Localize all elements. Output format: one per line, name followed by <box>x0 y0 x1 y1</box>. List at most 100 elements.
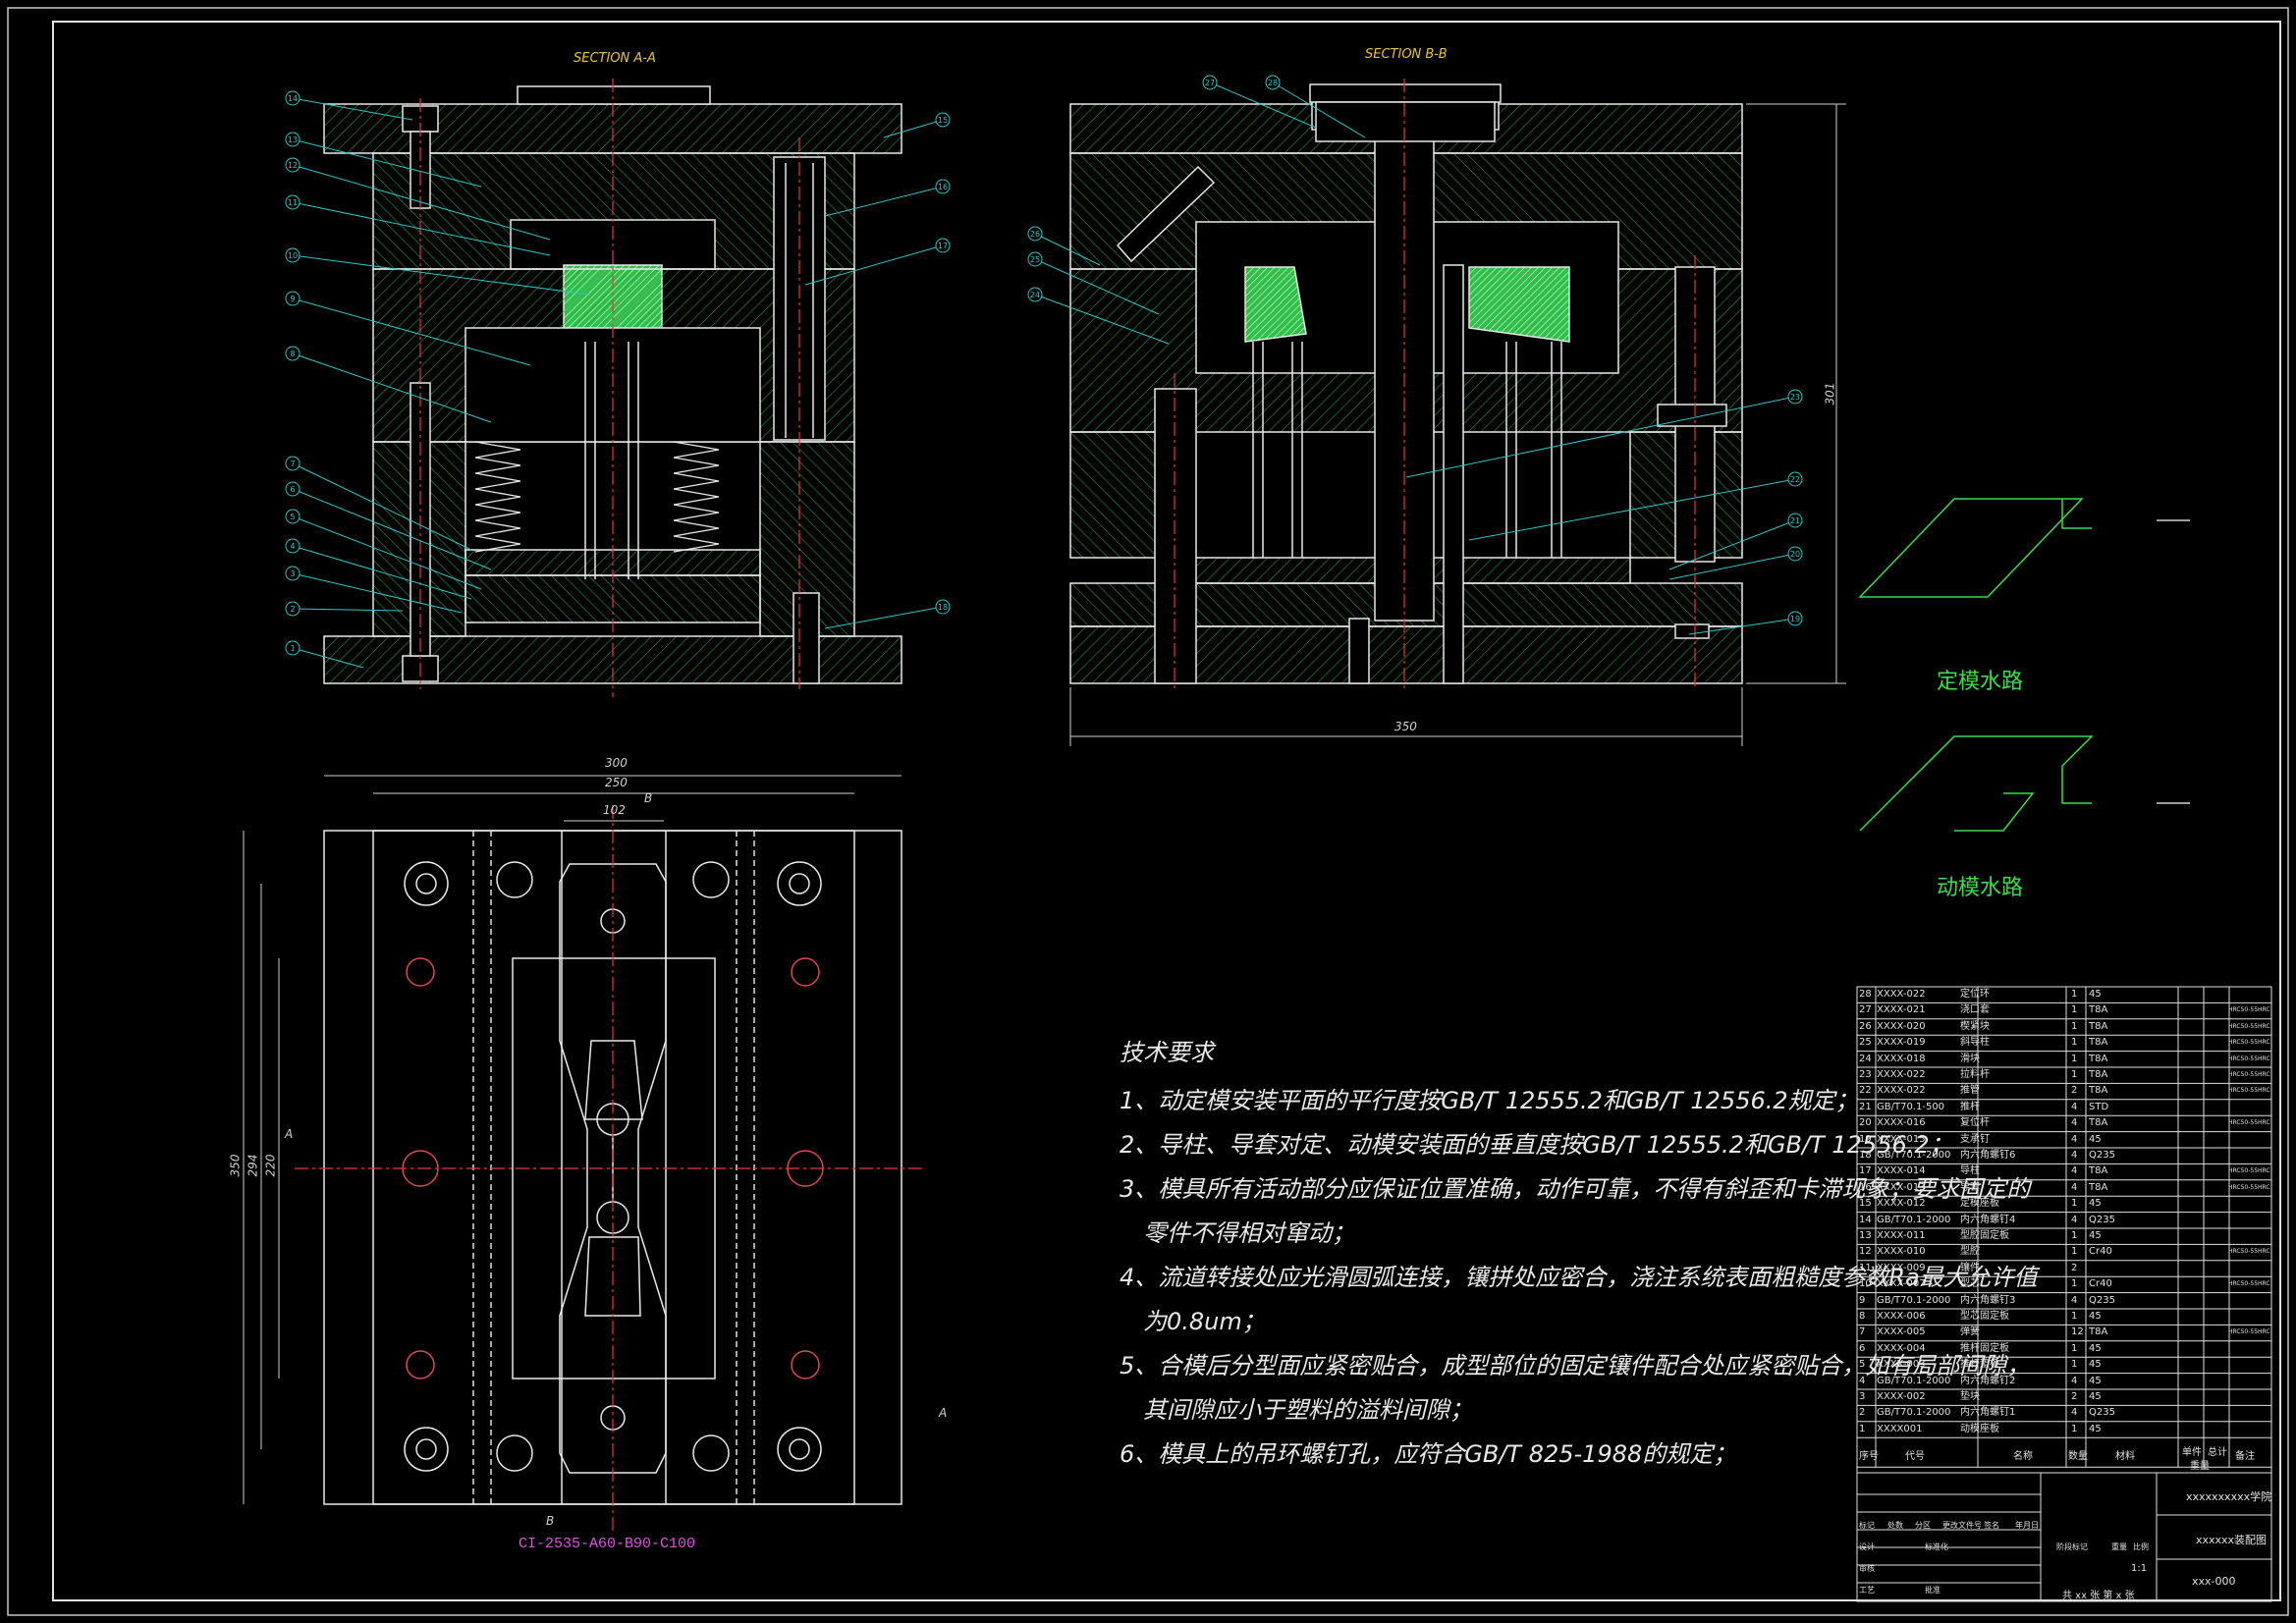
bom-cell-name: 定模座板 <box>1960 1198 1999 1210</box>
drawing-name: xxxxxx装配图 <box>2196 1534 2268 1546</box>
bom-cell-code: XXXX-009 <box>1877 1262 1926 1273</box>
bom-cell-qty: 4 <box>2071 1117 2078 1129</box>
bom-cell-no: 5 <box>1859 1359 1866 1371</box>
bom-cell-qty: 2 <box>2071 1085 2078 1097</box>
marker-b-top: B <box>644 791 653 805</box>
callout-leader <box>1668 553 1796 580</box>
tech-item-5-cont: 其间隙应小于塑料的溢料间隙； <box>1143 1396 1473 1424</box>
bom-cell-code: XXXX-022 <box>1877 1069 1926 1080</box>
callout-leader <box>1405 396 1796 478</box>
bom-cell-mat: T8A <box>2089 1020 2108 1032</box>
dim-height-301: 301 <box>1823 382 1837 406</box>
bom-cell-qty: 1 <box>2071 1230 2078 1241</box>
bom-cell-qty: 1 <box>2071 1004 2078 1016</box>
bom-cell-code: XXXX-002 <box>1877 1391 1926 1402</box>
bom-cell-rem: HRC50-55HRC <box>2228 1167 2270 1175</box>
callout-bubble <box>1787 471 1803 487</box>
bom-cell-code: XXXX-015 <box>1877 1133 1926 1145</box>
callout-leader <box>292 352 492 423</box>
bom-cell-rem: HRC50-55HRC <box>2228 1119 2270 1127</box>
tech-title: 技术要求 <box>1120 1039 1214 1066</box>
callout-bubble <box>285 566 301 581</box>
callout-bubble <box>1265 75 1281 90</box>
callout-leader <box>292 608 404 612</box>
bom-cell-code: XXXX-011 <box>1877 1230 1926 1241</box>
title-block-label: 工艺 <box>1859 1586 1875 1595</box>
callout-bubble <box>285 509 301 524</box>
callout-leader <box>292 164 551 241</box>
bom-cell-name: 型腔固定板 <box>1960 1230 2009 1241</box>
bom-cell-no: 2 <box>1859 1407 1866 1419</box>
callout-leader <box>1668 519 1796 570</box>
bom-cell-code: XXXX-018 <box>1877 1053 1926 1064</box>
technical-requirements: 技术要求 1、动定模安装平面的平行度按GB/T 12555.2和GB/T 125… <box>1120 1031 2038 1477</box>
bom-cell-rem: HRC50-55HRC <box>2228 1055 2270 1062</box>
callout-leader <box>292 298 531 366</box>
callout-number: 5 <box>290 513 295 521</box>
bom-cell-name: 定位环 <box>1960 989 1990 1000</box>
callout-number: 23 <box>1790 393 1800 402</box>
callout-number: 17 <box>938 242 948 250</box>
callout-number: 8 <box>290 350 295 358</box>
bom-cell-rem: HRC50-55HRC <box>2228 1071 2270 1078</box>
bom-cell-qty: 1 <box>2071 1069 2078 1080</box>
bom-cell-code: XXXX-010 <box>1877 1246 1926 1258</box>
bom-cell-mat: Cr40 <box>2089 1278 2112 1290</box>
fixed-mold-water-label: 定模水路 <box>1937 670 2024 694</box>
callout-bubble <box>285 247 301 263</box>
bom-header-code: 代号 <box>1905 1451 1925 1462</box>
callout-number: 19 <box>1790 615 1800 623</box>
callout-bubble <box>285 601 301 617</box>
section-a-a-title: SECTION A-A <box>574 51 656 66</box>
callout-number: 13 <box>288 135 298 144</box>
bom-cell-qty: 4 <box>2071 1375 2078 1386</box>
bom-cell-qty: 1 <box>2071 1359 2078 1371</box>
bom-cell-name: 推杆 <box>1960 1101 1980 1112</box>
bom-cell-mat: STD <box>2089 1101 2109 1112</box>
callout-bubble <box>1027 251 1043 267</box>
bom-cell-no: 9 <box>1859 1294 1866 1306</box>
tech-item-2: 2、导柱、导套对定、动模安装面的垂直度按GB/T 12555.2和GB/T 12… <box>1120 1131 1953 1159</box>
callout-bubble <box>1787 389 1803 405</box>
bom-cell-code: GB/T70.1-2000 <box>1877 1150 1951 1161</box>
bom-cell-rem: HRC50-55HRC <box>2228 1087 2270 1095</box>
title-block-label: 标准化 <box>1925 1542 1948 1551</box>
bom-cell-mat: 45 <box>2089 989 2102 1000</box>
callout-number: 20 <box>1790 550 1800 559</box>
bom-cell-qty: 4 <box>2071 1181 2078 1193</box>
bom-cell-code: XXXX001 <box>1877 1423 1923 1434</box>
moving-mold-water-label: 动模水路 <box>1937 876 2024 900</box>
callout-bubble <box>1202 75 1218 90</box>
section-a-a-view <box>323 79 902 697</box>
title-block-label: 标记 <box>1859 1521 1875 1530</box>
bom-cell-no: 13 <box>1859 1230 1872 1241</box>
mold-base-spec-code: CI-2535-A60-B90-C100 <box>519 1536 696 1552</box>
bom-cell-mat: 45 <box>2089 1391 2102 1402</box>
bom-cell-mat: T8A <box>2089 1053 2108 1064</box>
scale: 1:1 <box>2131 1563 2148 1574</box>
callout-leader <box>1034 233 1101 266</box>
callout-leader <box>804 244 944 286</box>
bom-cell-code: GB/T70.1-2000 <box>1877 1407 1951 1419</box>
title-block-label: 设计 <box>1859 1542 1875 1551</box>
bom-cell-name: 动模座板 <box>1960 1423 1999 1434</box>
callout-number: 26 <box>1030 230 1040 239</box>
title-block-label: 审核 <box>1859 1564 1875 1573</box>
bom-header-weight: 重量 <box>2190 1461 2210 1472</box>
callout-leader <box>292 201 551 256</box>
bom-cell-qty: 4 <box>2071 1214 2078 1225</box>
bom-table-grid <box>1856 986 2272 1602</box>
bom-cell-no: 10 <box>1859 1278 1872 1290</box>
tech-item-5: 5、合模后分型面应紧密贴合，成型部位的固定镶件配合处应紧密贴合，如有局部间隙， <box>1120 1352 2031 1380</box>
title-block-label: 比例 <box>2133 1542 2149 1551</box>
callout-number: 21 <box>1790 516 1800 525</box>
bom-cell-code: GB/T70.1-500 <box>1877 1101 1945 1112</box>
